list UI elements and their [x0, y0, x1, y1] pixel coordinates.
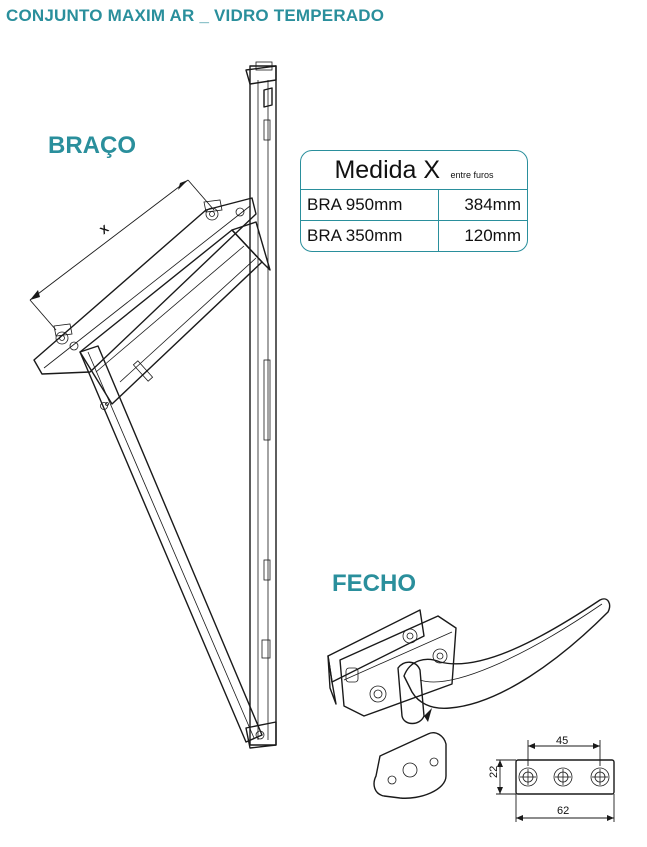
- table-row: BRA 950mm 384mm: [301, 190, 527, 221]
- latch-striker: [373, 732, 447, 799]
- braco-section-label: BRAÇO: [48, 132, 136, 159]
- page-title: CONJUNTO MAXIM AR _ VIDRO TEMPERADO: [6, 6, 385, 25]
- measure-cell: 384mm: [464, 195, 521, 214]
- table-row: BRA 350mm 120mm: [301, 221, 527, 251]
- hole-spacing-dimension: 45: [556, 735, 568, 747]
- mounting-plate: [33, 197, 257, 375]
- measure-cell: 120mm: [464, 226, 521, 245]
- medida-x-header: Medida X entre furos: [301, 151, 527, 190]
- latch-base-plate: [327, 609, 457, 717]
- x-dimension-label: X: [98, 223, 112, 237]
- vertical-rail: [245, 61, 277, 749]
- braco-drawing: X: [29, 61, 277, 749]
- latch-dimension-drawing: 45 22 62: [488, 735, 615, 822]
- upper-arm-body: [79, 221, 271, 405]
- fecho-section-label: FECHO: [332, 570, 416, 597]
- x-dimension: X: [29, 179, 215, 331]
- model-cell: BRA 350mm: [301, 221, 439, 251]
- medida-x-note: entre furos: [450, 170, 494, 180]
- diagonal-arm: [79, 345, 263, 743]
- latch-handle: [397, 598, 611, 725]
- fecho-drawing: 45 22 62: [327, 598, 615, 822]
- length-dimension: 62: [557, 805, 569, 817]
- height-dimension: 22: [488, 766, 500, 778]
- medida-x-table: Medida X entre furos BRA 950mm 384mm BRA…: [300, 150, 528, 252]
- model-cell: BRA 950mm: [301, 190, 439, 220]
- medida-x-title: Medida X: [334, 156, 441, 184]
